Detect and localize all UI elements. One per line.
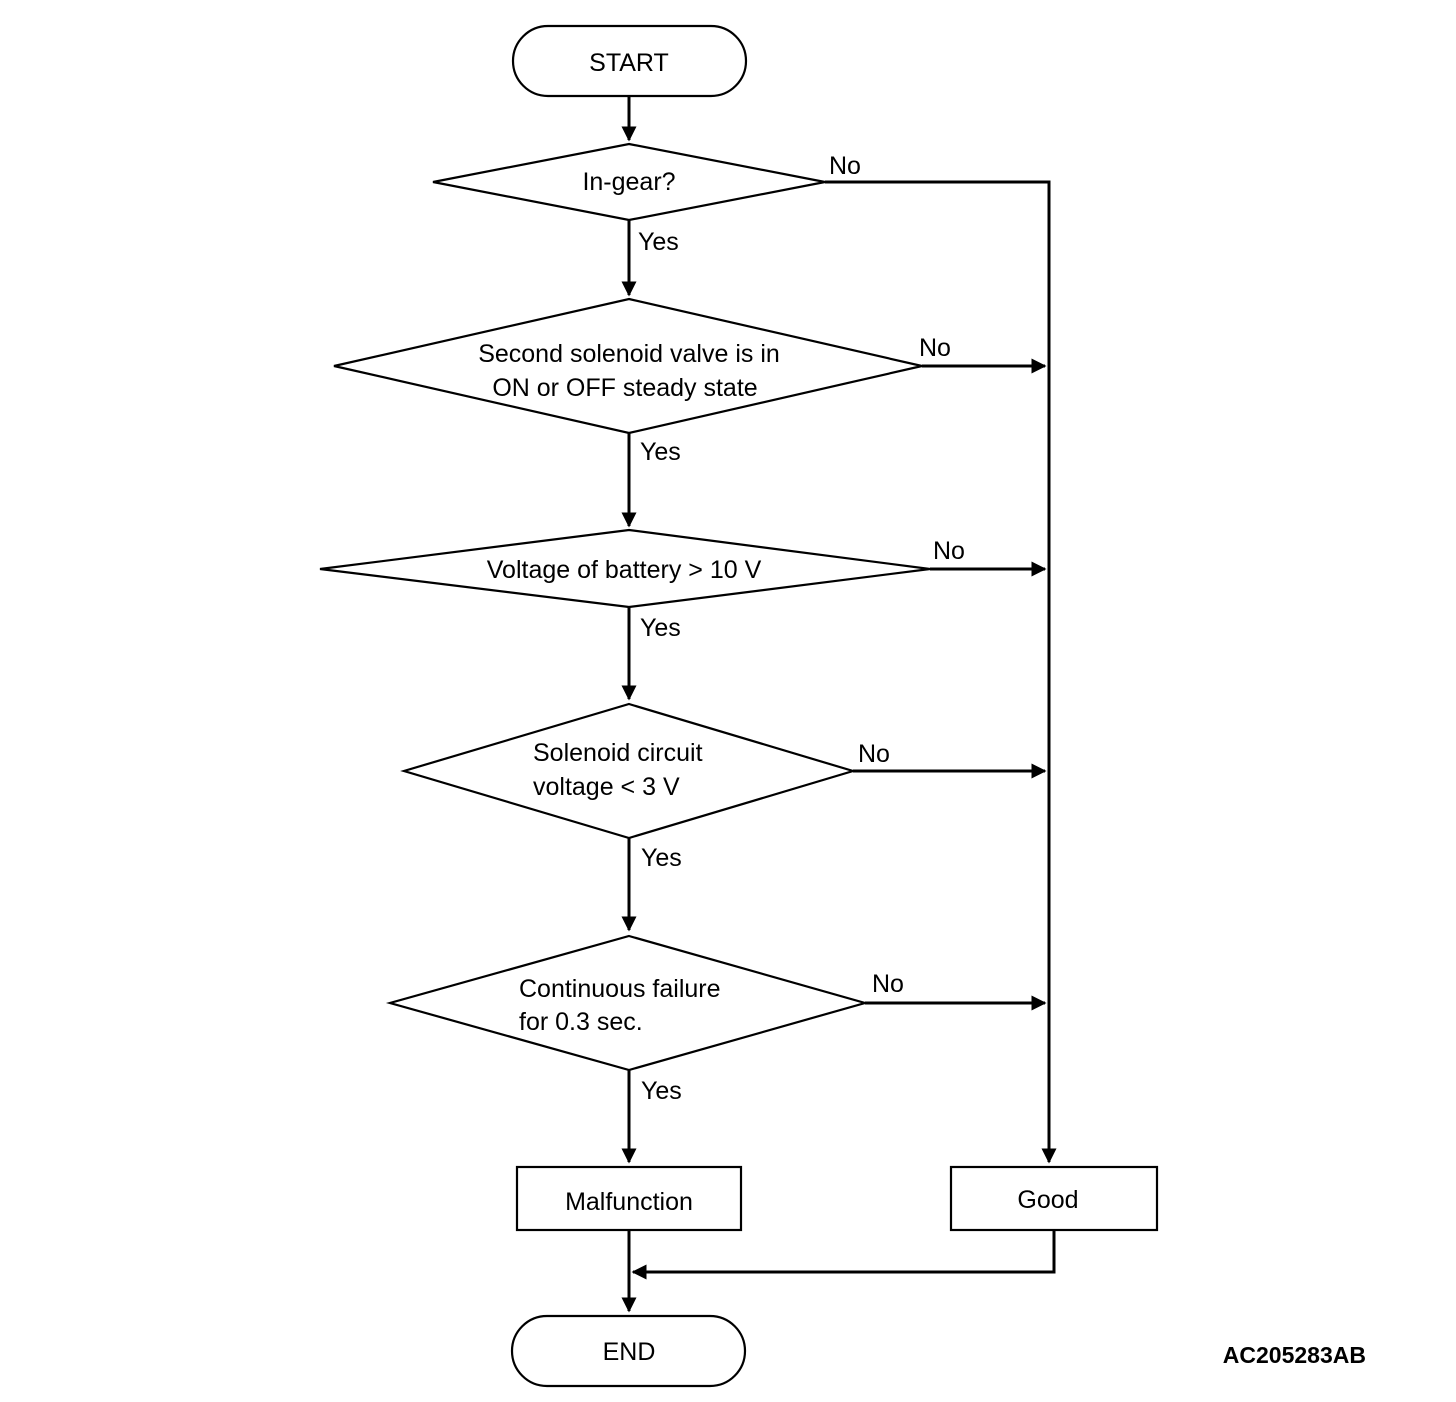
- decision-solenoid-steady-state: Second solenoid valve is in ON or OFF st…: [333, 297, 923, 435]
- decision-4-no-label: No: [858, 740, 890, 768]
- decision-2-yes-label: Yes: [640, 438, 681, 466]
- malfunction-label: Malfunction: [565, 1188, 693, 1216]
- decision-4-line-2: voltage < 3 V: [533, 773, 680, 801]
- connector-good-to-merge: [631, 1230, 1056, 1280]
- good-label: Good: [1017, 1186, 1078, 1214]
- decision-2-line-2: ON or OFF steady state: [492, 374, 757, 402]
- decision-1-no-label: No: [829, 152, 861, 180]
- decision-3-no-label: No: [933, 537, 965, 565]
- decision-5-no-label: No: [872, 970, 904, 998]
- end-label: END: [603, 1338, 656, 1366]
- end-terminal: END: [510, 1314, 747, 1388]
- decision-5-line-2: for 0.3 sec.: [519, 1008, 643, 1036]
- decision-in-gear: In-gear?: [432, 142, 826, 222]
- decision-4-yes-label: Yes: [641, 844, 682, 872]
- decision-5-line-1: Continuous failure: [519, 975, 721, 1003]
- malfunction-box: Malfunction: [515, 1165, 743, 1232]
- decision-1-yes-label: Yes: [638, 228, 679, 256]
- decision-2-line-1: Second solenoid valve is in: [478, 340, 780, 368]
- decision-solenoid-circuit-voltage: Solenoid circuit voltage < 3 V: [400, 702, 857, 840]
- decision-battery-voltage: Voltage of battery > 10 V: [319, 528, 931, 609]
- decision-3-yes-label: Yes: [640, 614, 681, 642]
- good-box: Good: [949, 1165, 1159, 1232]
- decision-2-no-label: No: [919, 334, 951, 362]
- decision-3-line-1: Voltage of battery > 10 V: [487, 556, 762, 584]
- decision-5-yes-label: Yes: [641, 1077, 682, 1105]
- figure-code: AC205283AB: [1223, 1342, 1366, 1368]
- decision-continuous-failure: Continuous failure for 0.3 sec.: [385, 934, 870, 1072]
- start-label: START: [589, 49, 669, 77]
- decision-1-line-1: In-gear?: [582, 168, 675, 196]
- start-terminal: START: [511, 24, 748, 98]
- connector-decision-1-no-bus: [825, 180, 1057, 1164]
- decision-4-line-1: Solenoid circuit: [533, 739, 703, 767]
